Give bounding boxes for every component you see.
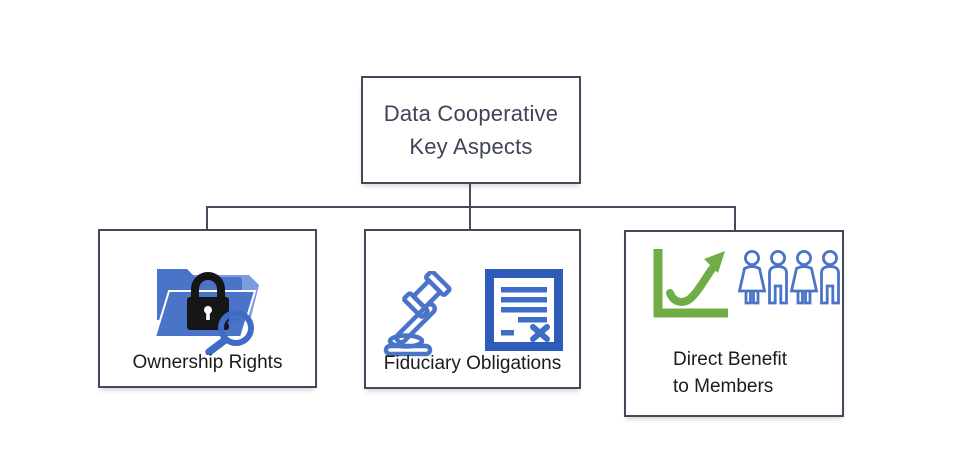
folder-lock-search-icon — [153, 269, 259, 355]
node-label: Fiduciary Obligations — [383, 353, 562, 374]
node-fiduciary-obligations: Fiduciary Obligations — [364, 229, 581, 389]
node-label: Direct Benefit to Members — [673, 349, 788, 397]
connector-horizontal — [206, 206, 736, 208]
contract-document-icon — [485, 269, 563, 351]
connector-stem — [469, 184, 471, 208]
node-ownership-rights: Ownership Rights — [98, 229, 317, 388]
root-node-label: Data Cooperative Key Aspects — [383, 101, 559, 159]
node-direct-benefit: Direct Benefit to Members — [624, 230, 844, 417]
root-node: Data Cooperative Key Aspects — [361, 76, 581, 184]
members-group-icon — [738, 250, 840, 305]
connector-drop-right — [734, 206, 736, 230]
node-label: Ownership Rights — [132, 352, 283, 373]
connector-drop-middle — [469, 206, 471, 229]
growth-chart-icon — [653, 249, 728, 318]
connector-drop-left — [206, 206, 208, 229]
gavel-icon — [383, 271, 452, 357]
